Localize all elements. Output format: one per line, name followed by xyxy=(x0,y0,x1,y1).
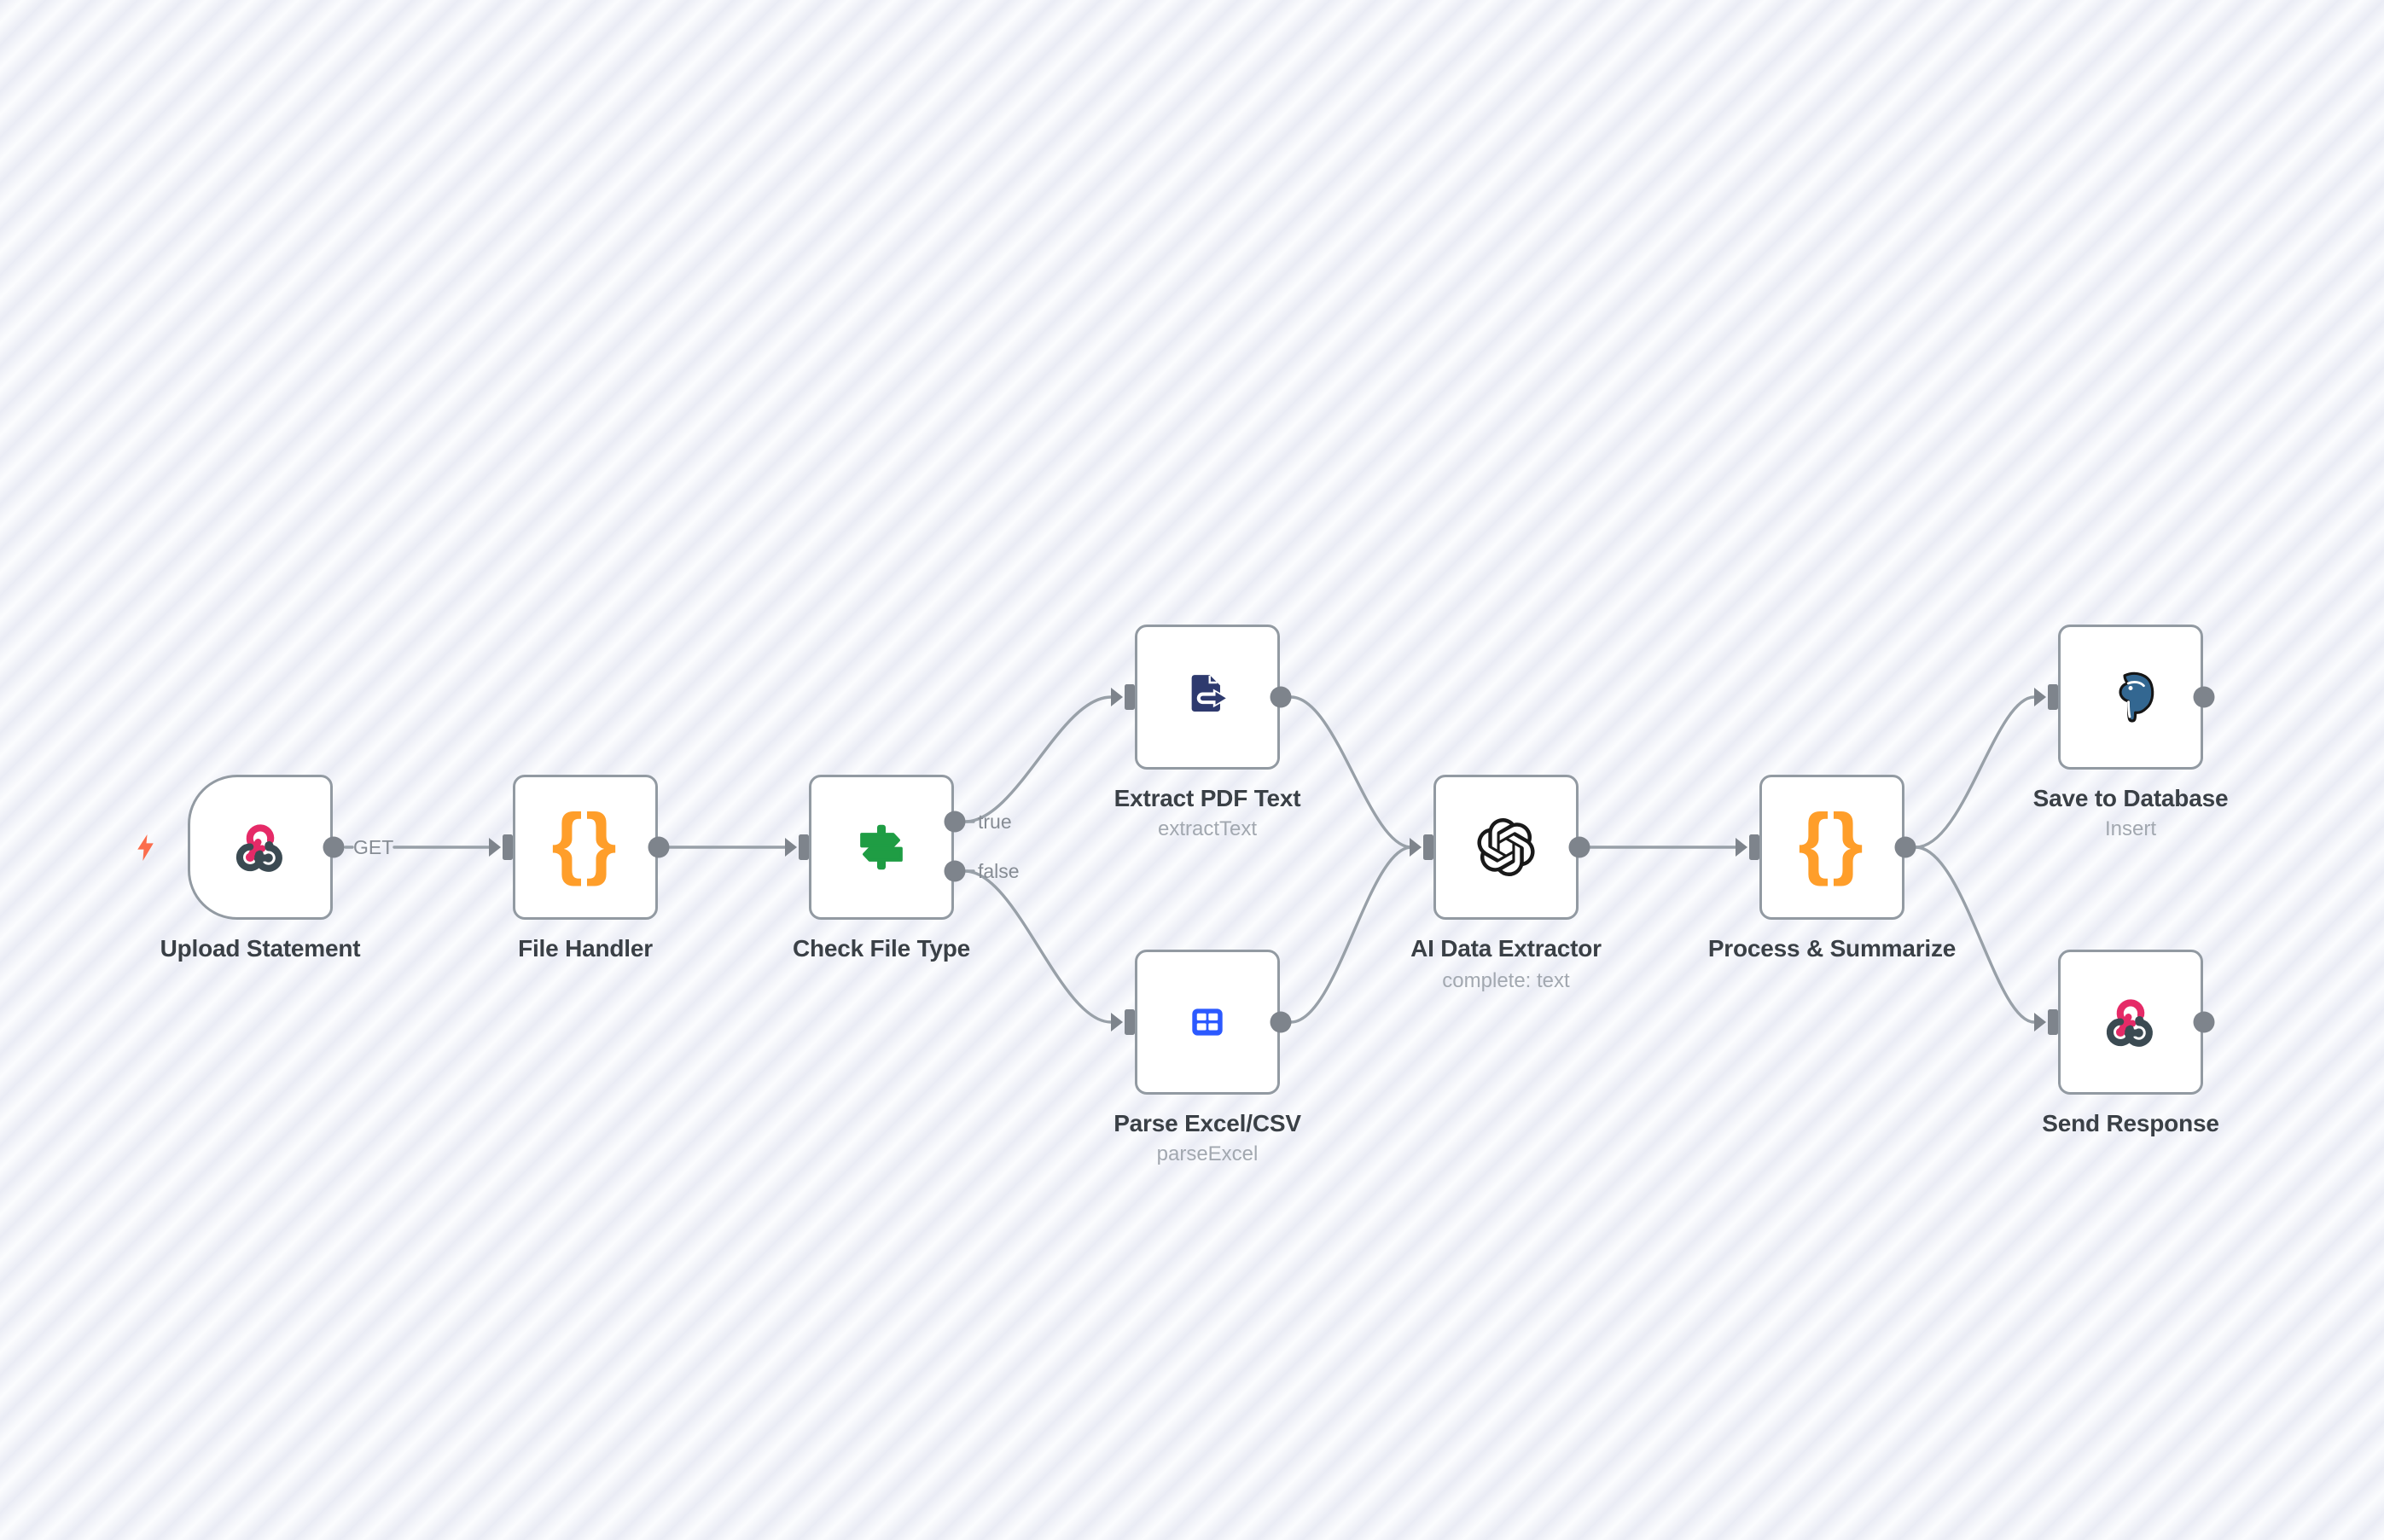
trigger-bolt-icon xyxy=(137,834,154,861)
node-parse-excel-csv[interactable] xyxy=(1135,950,1280,1095)
node-extract-pdf-text[interactable] xyxy=(1135,625,1280,770)
node-file-handler[interactable]: {} xyxy=(513,775,658,920)
node-title-save-to-database: Save to Database xyxy=(2032,785,2229,811)
input-arrow-send-response xyxy=(2034,1013,2046,1032)
input-arrow-ai-extractor xyxy=(1410,838,1422,857)
node-title-extract-pdf-text: Extract PDF Text xyxy=(1114,785,1301,811)
postgres-icon xyxy=(2119,671,2154,723)
node-check-file-type[interactable] xyxy=(809,775,954,920)
node-title-file-handler: File Handler xyxy=(518,935,653,962)
node-save-to-database[interactable] xyxy=(2058,625,2203,770)
input-arrow-process-summarize xyxy=(1736,838,1747,857)
input-port-ai-extractor[interactable] xyxy=(1423,834,1433,860)
input-arrow-save-database xyxy=(2034,688,2046,706)
connection-label-true: true xyxy=(978,811,1012,833)
node-subtitle-extract-pdf-text: extractText xyxy=(1157,817,1258,840)
input-port-save-database[interactable] xyxy=(2048,684,2058,710)
input-port-process-summarize[interactable] xyxy=(1749,834,1759,860)
input-arrow-check-file-type xyxy=(785,838,797,857)
webhook-icon xyxy=(235,824,282,872)
node-title-send-response: Send Response xyxy=(2042,1110,2219,1136)
input-port-check-file-type[interactable] xyxy=(799,834,809,860)
node-title-check-file-type: Check File Type xyxy=(792,935,971,962)
node-subtitle-parse-excel-csv: parseExcel xyxy=(1156,1142,1259,1165)
code-braces-icon: {} xyxy=(1798,797,1866,886)
connection-label-false: false xyxy=(978,860,1020,882)
input-arrow-parse-excel xyxy=(1111,1013,1123,1032)
node-title-process-summarize: Process & Summarize xyxy=(1707,935,1957,962)
webhook-icon xyxy=(2106,999,2153,1047)
input-port-parse-excel[interactable] xyxy=(1125,1009,1135,1035)
node-process-summarize[interactable]: {} xyxy=(1759,775,1904,920)
node-title-upload-statement: Upload Statement xyxy=(160,935,361,962)
input-port-extract-pdf[interactable] xyxy=(1125,684,1135,710)
input-arrow-extract-pdf xyxy=(1111,688,1123,706)
node-subtitle-ai-data-extractor: complete: text xyxy=(1442,969,1570,992)
node-ai-data-extractor[interactable] xyxy=(1433,775,1579,920)
input-port-file-handler[interactable] xyxy=(503,834,513,860)
node-title-ai-data-extractor: AI Data Extractor xyxy=(1410,935,1602,962)
code-braces-icon: {} xyxy=(551,797,619,886)
spreadsheet-icon xyxy=(1192,1008,1223,1036)
input-port-send-response[interactable] xyxy=(2048,1009,2058,1035)
openai-icon xyxy=(1477,818,1535,876)
node-upload-statement[interactable] xyxy=(188,775,333,920)
input-arrow-file-handler xyxy=(489,838,501,857)
connection-label-get: GET xyxy=(353,836,394,858)
node-send-response[interactable] xyxy=(2058,950,2203,1095)
signpost-icon xyxy=(860,824,903,870)
node-subtitle-save-to-database: Insert xyxy=(2104,817,2157,840)
file-export-icon xyxy=(1191,675,1230,712)
node-title-parse-excel-csv: Parse Excel/CSV xyxy=(1114,1110,1301,1136)
